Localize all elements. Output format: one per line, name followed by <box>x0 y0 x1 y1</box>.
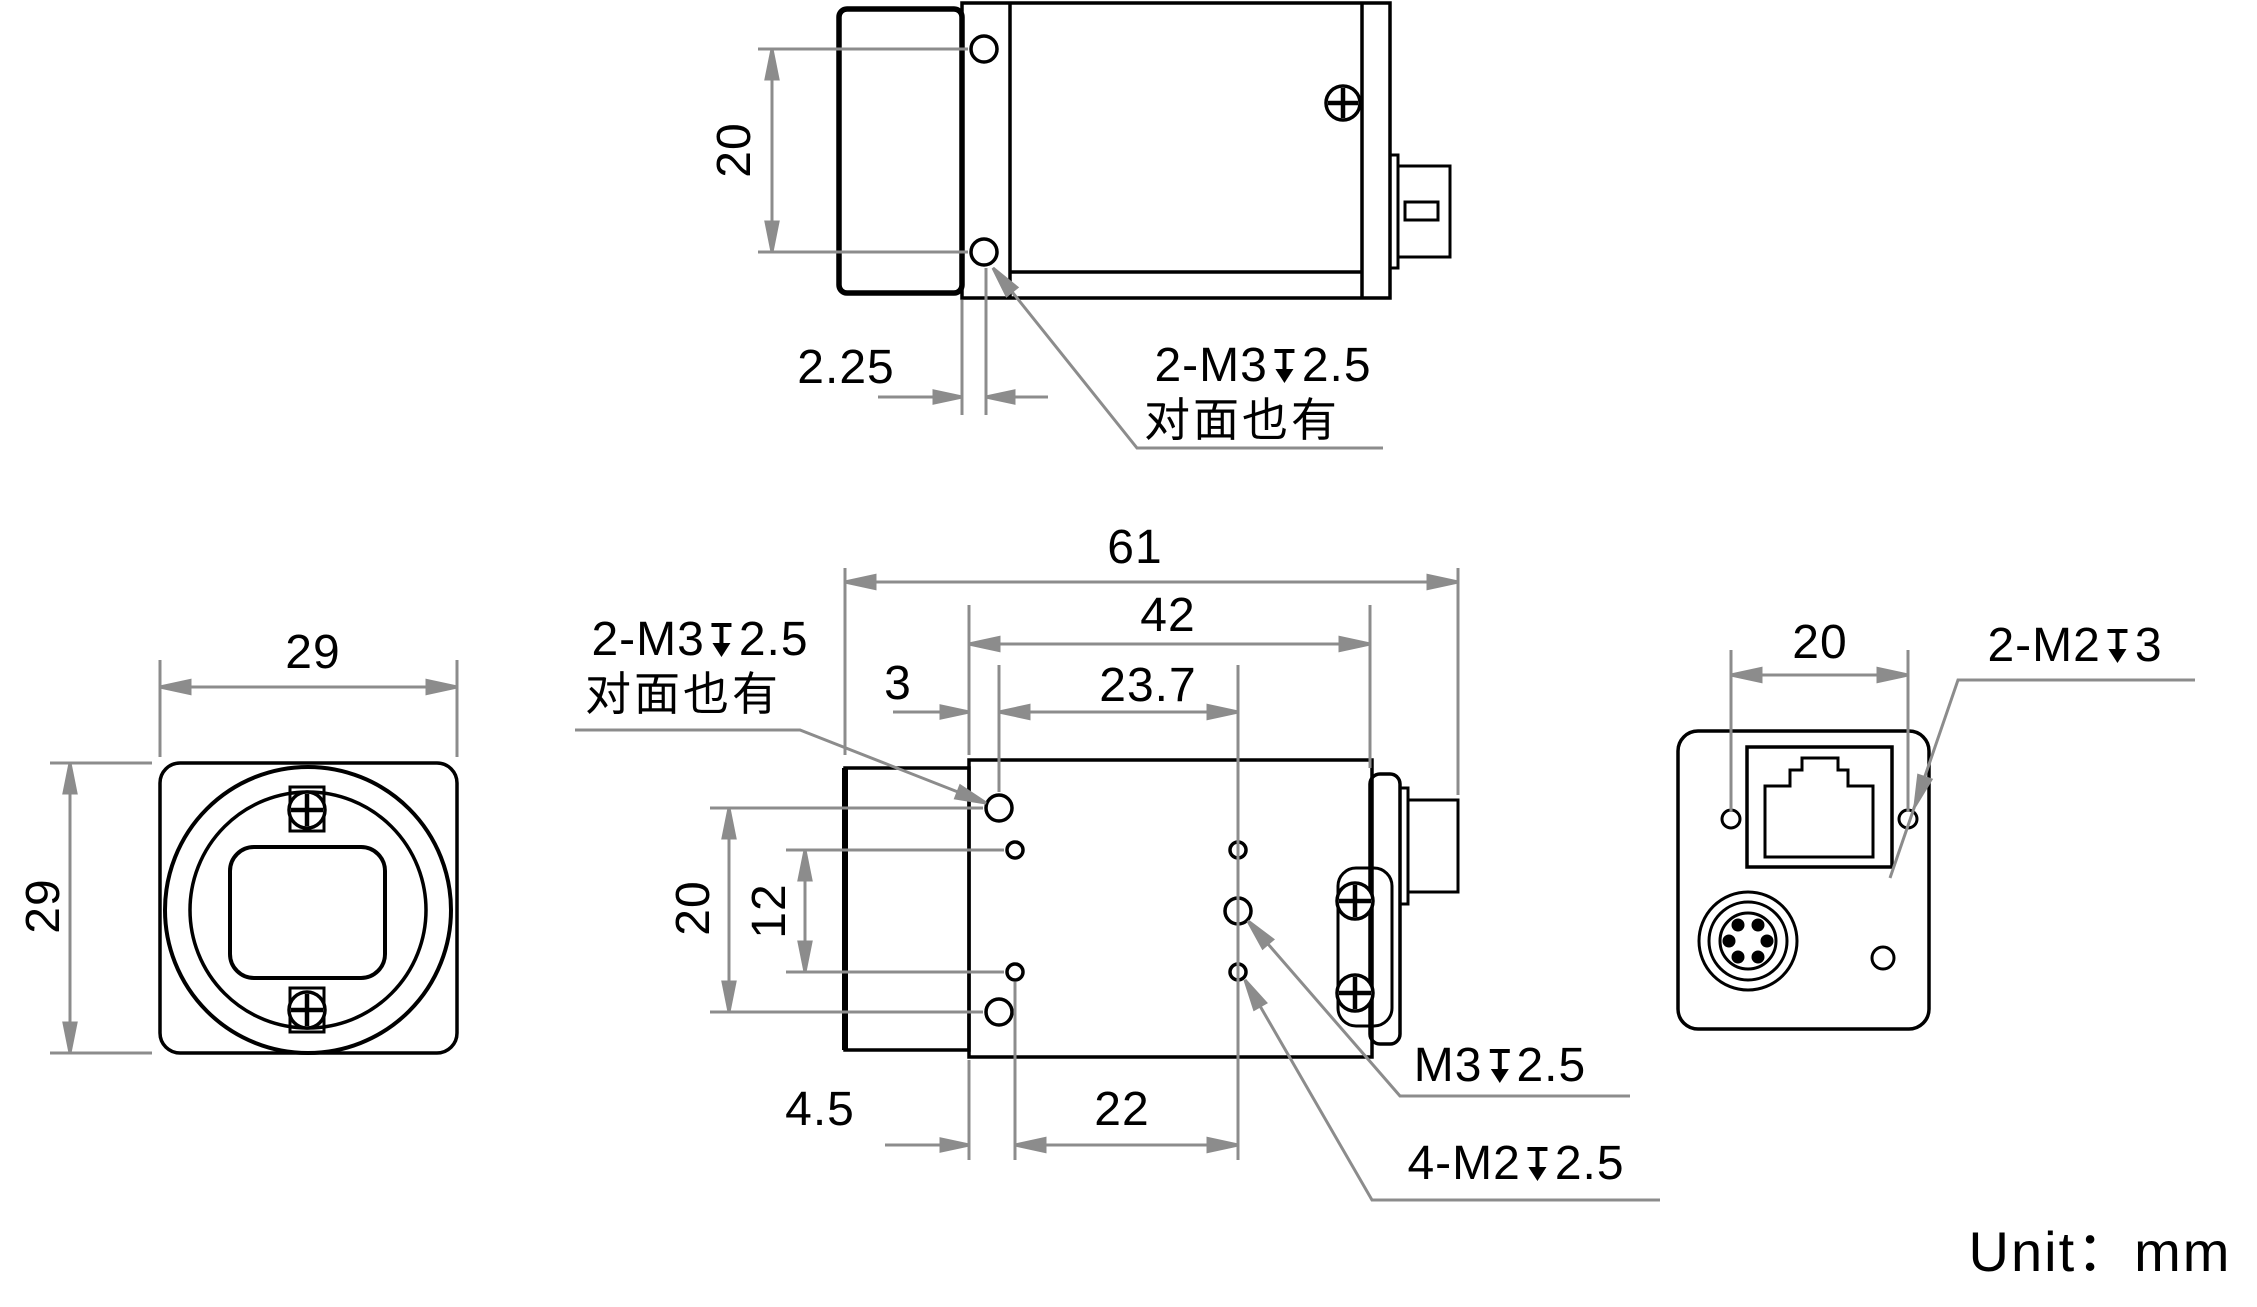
dim-total-length: 61 <box>1107 521 1163 574</box>
dim-center-hole-offset: 23.7 <box>1099 659 1197 712</box>
leader-line <box>1888 678 2195 879</box>
led-indicator <box>1870 945 1896 971</box>
dim-top-hole-span: 20 <box>708 122 761 178</box>
arrowhead <box>939 704 970 720</box>
arrowhead <box>797 940 813 973</box>
screw-boss-outline <box>1336 866 1394 1028</box>
arrowhead <box>968 635 1001 653</box>
arrowhead <box>1876 666 1909 684</box>
dim-top-hole-offset: 2.25 <box>797 341 895 394</box>
m2-thread-hole <box>1005 840 1025 860</box>
arrowhead <box>932 389 963 405</box>
arrowhead <box>62 762 78 795</box>
arrowhead <box>159 678 192 696</box>
camera-body-outline <box>967 758 1374 1059</box>
m3-thread-hole <box>984 997 1014 1027</box>
arrowhead <box>985 389 1016 405</box>
arrowhead <box>844 573 877 591</box>
dim-body-length: 42 <box>1140 589 1196 642</box>
mounting-hole <box>969 237 999 267</box>
dim-front-height: 29 <box>17 878 70 934</box>
dim-m2-span-v: 12 <box>743 883 796 939</box>
label-center-thread: M3 2.5 <box>1413 1039 1587 1092</box>
arrowhead <box>1338 635 1371 653</box>
arrowhead <box>939 1137 970 1153</box>
lens-flange-outline <box>843 766 971 1052</box>
arrowhead <box>1243 978 1268 1012</box>
gige-connector <box>1388 153 1452 270</box>
phillips-screw-icon <box>287 790 327 830</box>
arrowhead <box>764 48 780 81</box>
arrowhead <box>1426 573 1459 591</box>
label-m2-thread: 4-M2 2.5 <box>1407 1137 1625 1190</box>
arrowhead <box>991 266 1020 298</box>
power-connector-icon <box>1697 890 1799 992</box>
depth-symbol-icon <box>2107 629 2128 663</box>
dim-m2-span-h: 22 <box>1094 1083 1150 1136</box>
unit-note: Unit：mm <box>1968 1220 2232 1283</box>
side-view-dimensions <box>575 568 1660 1202</box>
m2-thread-hole <box>1005 962 1025 982</box>
phillips-screw-icon <box>287 990 327 1030</box>
dim-back-hole-span: 20 <box>1792 616 1848 669</box>
back-face-outline <box>1676 729 1931 1031</box>
leader-line <box>991 267 1383 450</box>
dim-front-width: 29 <box>285 626 341 679</box>
lens-mount-outer-ring <box>163 765 453 1055</box>
top-view-dimensions <box>758 47 1383 450</box>
depth-symbol-icon <box>1274 349 1295 383</box>
depth-symbol-icon <box>711 623 732 657</box>
phillips-screw-icon <box>1335 881 1375 921</box>
sensor-aperture <box>228 845 387 980</box>
camera-body-outline <box>960 1 1392 300</box>
arrowhead <box>1913 773 1934 807</box>
arrowhead <box>1014 1136 1047 1154</box>
arrowhead <box>797 849 813 882</box>
gige-connector <box>1398 786 1460 906</box>
front-view <box>158 761 459 1055</box>
front-view-dimensions <box>50 660 459 1055</box>
label-top-thread-note: 对面也有 <box>1144 394 1340 446</box>
label-side-thread-note: 对面也有 <box>585 668 781 720</box>
m3-thread-hole <box>984 793 1014 823</box>
leader-line <box>1243 979 1660 1202</box>
arrowhead <box>1730 666 1763 684</box>
arrowhead <box>721 980 737 1013</box>
arrowhead <box>764 220 780 253</box>
arrowhead <box>62 1021 78 1054</box>
lens-barrel-outline <box>836 6 965 296</box>
phillips-screw-icon <box>1324 84 1362 122</box>
phillips-screw-icon <box>1335 973 1375 1013</box>
arrowhead <box>1206 703 1239 721</box>
arrowhead <box>721 807 737 840</box>
label-back-thread: 2-M2 3 <box>1987 619 2163 672</box>
dim-hole-span-v: 20 <box>667 880 720 936</box>
rj45-jack-icon <box>1763 756 1875 859</box>
mounting-hole <box>969 34 999 64</box>
dim-hole-offset: 3 <box>884 657 912 710</box>
rj45-port-outline <box>1745 745 1894 869</box>
arrowhead <box>998 703 1031 721</box>
leader-line <box>575 728 987 805</box>
arrowhead <box>953 783 987 805</box>
back-view-dimensions <box>1729 650 2195 879</box>
label-top-thread: 2-M3 2.5 <box>1154 339 1372 392</box>
back-plate-outline <box>1368 772 1402 1046</box>
arrowhead <box>425 678 458 696</box>
back-view <box>1676 729 1931 1031</box>
top-view <box>836 1 1452 300</box>
arrowhead <box>1246 919 1275 951</box>
label-side-thread: 2-M3 2.5 <box>591 613 809 666</box>
depth-symbol-icon <box>1527 1147 1548 1181</box>
depth-symbol-icon <box>1489 1049 1510 1083</box>
arrowhead <box>1206 1136 1239 1154</box>
leader-line <box>1246 920 1630 1098</box>
m2-thread-hole <box>1720 808 1742 830</box>
dim-m2-offset: 4.5 <box>785 1083 855 1136</box>
